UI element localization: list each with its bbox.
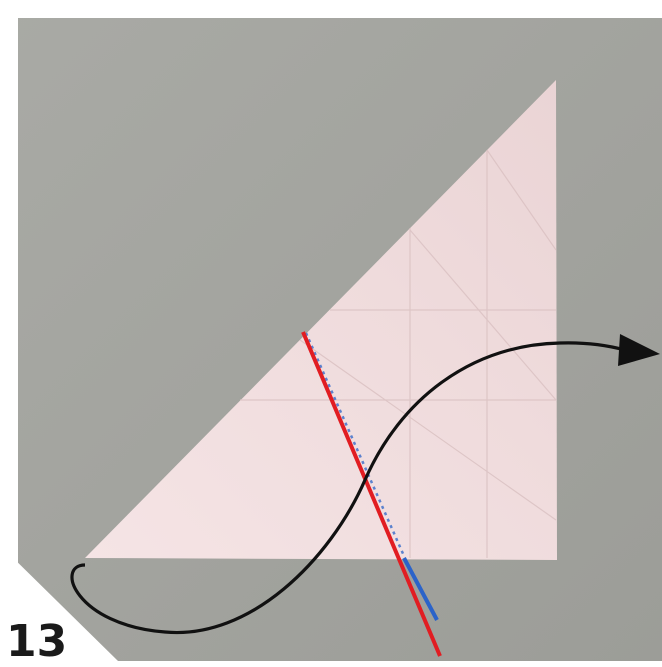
top-margin xyxy=(0,0,662,18)
step-number: 13 xyxy=(6,618,67,666)
